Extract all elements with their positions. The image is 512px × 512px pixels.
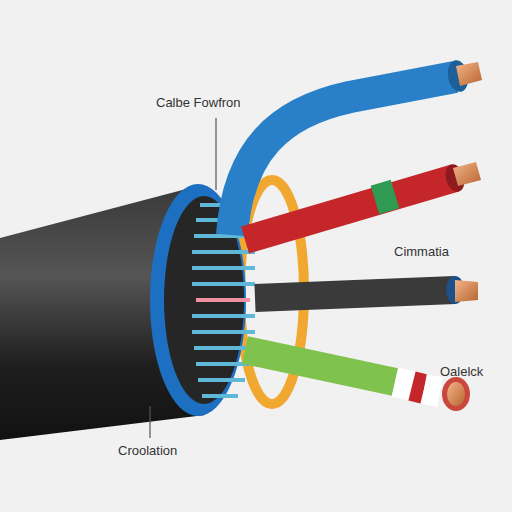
part-label: Calbe Fowfron (156, 96, 241, 110)
part-label: Croolation (118, 444, 177, 458)
part-label: Oalelck (440, 365, 483, 379)
part-label: Cimmatia (394, 245, 449, 259)
